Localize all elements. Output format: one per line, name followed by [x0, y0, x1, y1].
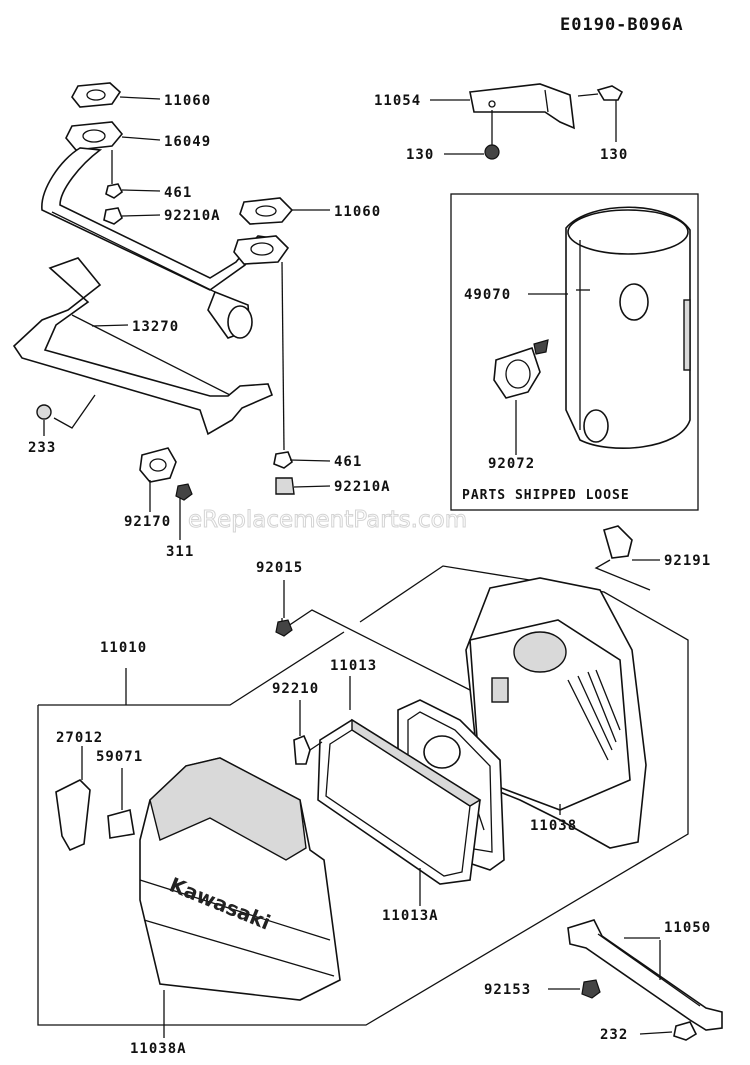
clamp-92072-shape: [493, 346, 541, 399]
label-bolt-232: 232: [600, 1027, 628, 1043]
bolt-92210-shape: [293, 734, 311, 765]
muffler-49070-shape: [565, 206, 691, 449]
nut-92153-shape: [581, 979, 601, 999]
gasket-top-shape: [71, 82, 122, 108]
exhaust-flange-shape: [65, 121, 124, 151]
label-nut-92210a-lower: 92210A: [334, 479, 391, 495]
label-nut-461-upper: 461: [164, 185, 192, 201]
heat-shield-shape: [12, 257, 274, 436]
label-bolt-130-left: 130: [406, 147, 434, 163]
spring-59071-shape: [107, 808, 135, 839]
bracket-11050-shape: [567, 919, 723, 1031]
bracket-11054-shape: [469, 83, 575, 130]
label-nut-92153: 92153: [484, 982, 531, 998]
gasket-right-shape: [239, 197, 294, 225]
nut-461-lower-shape: [273, 451, 293, 469]
label-element-11013a: 11013A: [382, 908, 439, 924]
label-exhaust-pipe: 16049: [164, 134, 211, 150]
label-spring-59071: 59071: [96, 749, 143, 765]
label-clamp-92170: 92170: [124, 514, 171, 530]
nut-92210a-upper-shape: [103, 207, 123, 225]
label-air-cleaner-assy: 11010: [100, 640, 147, 656]
label-nut-92210a-upper: 92210A: [164, 208, 221, 224]
element-11013a-group: [317, 718, 482, 885]
label-nut-311: 311: [166, 544, 194, 560]
bracket-11050-group: [567, 919, 723, 1031]
label-cover-11038a: 11038A: [130, 1041, 187, 1057]
clamp-92170-shape: [139, 447, 177, 483]
right-flange-shape: [233, 235, 290, 265]
shipped-loose-note: PARTS SHIPPED LOOSE: [462, 488, 630, 503]
nut-92210a-lower-shape: [275, 477, 295, 495]
bolt-92191-shape: [603, 525, 633, 559]
bolt-130-left-shape: [484, 144, 500, 160]
label-bolt-130-right: 130: [600, 147, 628, 163]
nut-92015-shape: [275, 619, 293, 637]
nut-311-shape: [175, 483, 193, 501]
label-gasket-right: 11060: [334, 204, 381, 220]
shipped-loose-box: [450, 193, 699, 511]
case-11038-group: [465, 577, 647, 849]
bolt-130-right-shape: [596, 85, 624, 101]
label-case-11038: 11038: [530, 818, 577, 834]
diagram-code: E0190-B096A: [560, 15, 684, 35]
cover-11038a-group: Kawasaki: [139, 757, 341, 1001]
label-bolt-233: 233: [28, 440, 56, 456]
label-bolt-92191: 92191: [664, 553, 711, 569]
label-bracket-11054: 11054: [374, 93, 421, 109]
label-nut-461-lower: 461: [334, 454, 362, 470]
label-gasket-top: 11060: [164, 93, 211, 109]
label-bracket-11050: 11050: [664, 920, 711, 936]
nut-461-upper-shape: [105, 183, 124, 199]
label-nut-92015: 92015: [256, 560, 303, 576]
label-element-11013: 11013: [330, 658, 377, 674]
label-heat-shield: 13270: [132, 319, 179, 335]
clip-27012-shape: [55, 779, 91, 852]
exhaust-pipe-group: [12, 82, 331, 540]
bracket-11054-group: [430, 83, 624, 160]
bolt-232-shape: [673, 1021, 698, 1041]
bolt-233-shape: [36, 404, 52, 420]
label-muffler-49070: 49070: [464, 287, 511, 303]
label-bolt-92210: 92210: [272, 681, 319, 697]
label-clamp-92072: 92072: [488, 456, 535, 472]
watermark: eReplacementParts.com: [188, 507, 467, 533]
label-clip-27012: 27012: [56, 730, 103, 746]
